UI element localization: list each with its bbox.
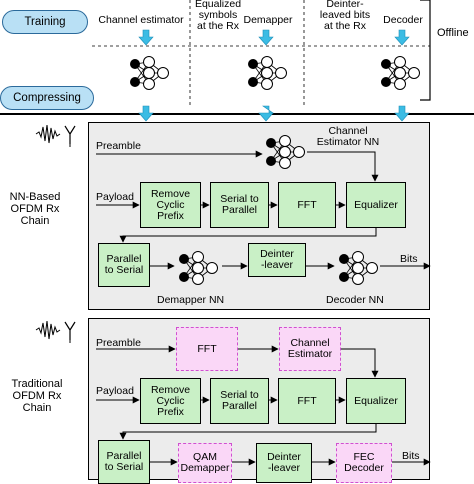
column-label-channel-estimator: Channel estimator — [98, 14, 184, 26]
nn-deinterleaver-block: Deinter -leaver — [248, 243, 306, 277]
trad-equalizer-block: Equalizer — [346, 378, 406, 424]
nn-equalizer-block: Equalizer — [346, 182, 406, 228]
trad-antenna-icon — [35, 320, 76, 343]
offline-bracket — [420, 0, 431, 101]
nn-remove-cp-block: Remove Cyclic Prefix — [140, 182, 201, 228]
column-label-deinterleaved-bits: Deinter- leaved bits at the Rx — [319, 0, 371, 32]
nn-chain-title: NN-Based OFDM Rx Chain — [9, 191, 61, 227]
decoder-nn-label: Decoder NN — [326, 294, 384, 306]
nn-bits-label: Bits — [400, 253, 418, 265]
channel-estimator-nn-label: Channel Estimator NN — [316, 125, 380, 148]
column-label-demapper: Demapper — [243, 14, 293, 26]
offline-decoder-nn-icon — [380, 56, 420, 90]
trad-fft-top-block: FFT — [176, 327, 238, 371]
offline-demapper-nn-icon — [247, 56, 287, 90]
trad-serial-to-parallel-block: Serial to Parallel — [210, 378, 269, 424]
demapper-nn-icon — [178, 251, 218, 285]
training-pill: Training — [2, 10, 88, 34]
offline-separators — [92, 0, 430, 106]
nn-payload-label: Payload — [96, 191, 134, 203]
demapper-nn-label: Demapper NN — [157, 294, 225, 306]
cyan-arrows — [138, 29, 410, 122]
diagram-overlay — [0, 0, 474, 466]
trad-chain-connectors — [96, 345, 431, 466]
trad-bits-label: Bits — [402, 450, 420, 462]
nn-chain-connectors — [96, 150, 431, 270]
column-label-equalized-symbols: Equalized symbols at the Rx — [194, 0, 242, 32]
decoder-nn-icon — [338, 251, 378, 285]
compressing-label: Compressing — [13, 92, 81, 104]
trad-remove-cp-block: Remove Cyclic Prefix — [140, 378, 201, 424]
trad-preamble-label: Preamble — [96, 337, 141, 349]
nn-fft-block: FFT — [278, 182, 336, 228]
nn-parallel-to-serial-block: Parallel to Serial — [98, 243, 150, 287]
trad-fft-block: FFT — [278, 378, 336, 424]
nn-antenna-icon — [35, 124, 76, 147]
offline-channel-estimator-nn-icon — [129, 56, 169, 90]
trad-payload-label: Payload — [96, 385, 134, 397]
trad-channel-estimator-block: Channel Estimator — [279, 327, 341, 371]
column-label-decoder: Decoder — [383, 14, 423, 26]
nn-serial-to-parallel-block: Serial to Parallel — [210, 182, 269, 228]
compressing-pill: Compressing — [0, 86, 94, 110]
training-label: Training — [24, 16, 66, 28]
traditional-chain-title: Traditional OFDM Rx Chain — [11, 378, 63, 414]
offline-label: Offline — [437, 27, 469, 39]
channel-estimator-nn-icon — [265, 135, 305, 169]
nn-preamble-label: Preamble — [96, 140, 141, 152]
